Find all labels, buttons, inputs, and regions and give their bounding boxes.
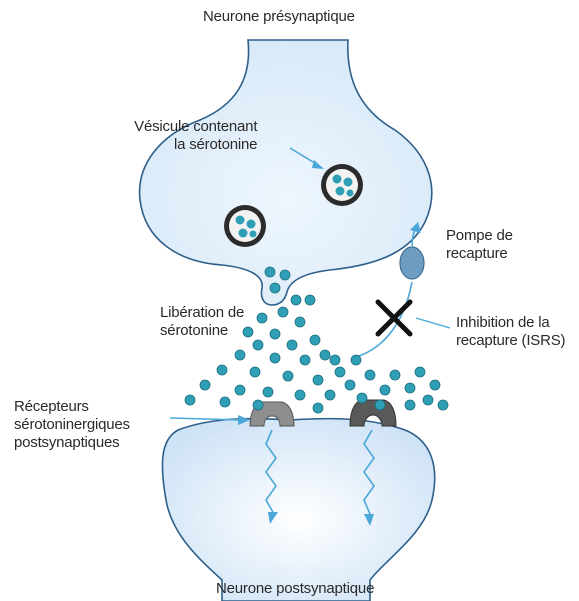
reuptake-pump xyxy=(400,247,424,279)
pump-label: Pompe de recapture xyxy=(446,227,513,263)
vesicle-label-line-2: la sérotonine xyxy=(132,136,257,154)
inhibition-label-line-2: recapture (ISRS) xyxy=(456,332,565,350)
presynaptic-neuron xyxy=(140,40,432,305)
release-label-line-1: Libération de xyxy=(160,304,244,322)
presynaptic-label-text: Neurone présynaptique xyxy=(203,8,355,26)
release-label-line-2: sérotonine xyxy=(160,322,244,340)
release-label: Libération de sérotonine xyxy=(160,304,244,340)
reuptake-path xyxy=(352,282,412,358)
inhibition-label-line-1: Inhibition de la xyxy=(456,314,565,332)
vesicle-label-line-1: Vésicule contenant xyxy=(132,118,257,136)
postsynaptic-neuron-label: Neurone postsynaptique xyxy=(216,580,374,598)
presynaptic-neuron-label: Neurone présynaptique xyxy=(203,8,355,26)
receptors-label-line-3: postsynaptiques xyxy=(14,434,130,452)
postsynaptic-label-text: Neurone postsynaptique xyxy=(216,580,374,598)
vesicle-label: Vésicule contenant la sérotonine xyxy=(132,118,257,154)
receptors-label-line-1: Récepteurs xyxy=(14,398,130,416)
vesicle-1 xyxy=(321,164,363,206)
receptors-label: Récepteurs sérotoninergiques postsynapti… xyxy=(14,398,130,452)
pump-label-line-2: recapture xyxy=(446,245,513,263)
vesicle-2 xyxy=(224,205,266,247)
inhibition-pointer xyxy=(416,318,450,328)
serotonin-molecules xyxy=(185,267,448,413)
inhibition-label: Inhibition de la recapture (ISRS) xyxy=(456,314,565,350)
receptors-label-line-2: sérotoninergiques xyxy=(14,416,130,434)
receptor-pointer-arrow xyxy=(170,418,242,420)
pump-label-line-1: Pompe de xyxy=(446,227,513,245)
postsynaptic-neuron xyxy=(162,419,434,601)
